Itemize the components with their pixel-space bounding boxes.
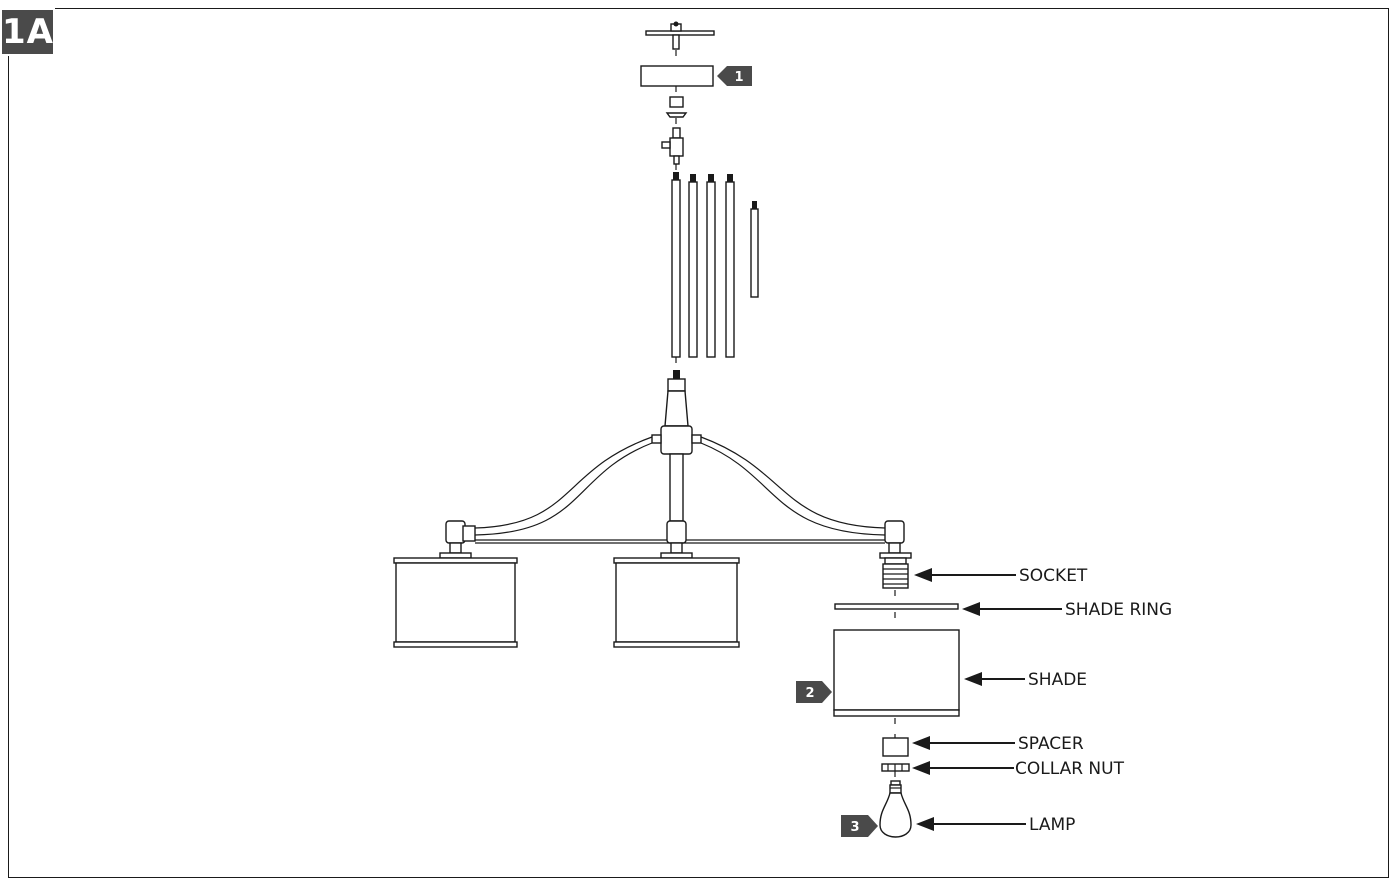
right-arm-end	[879, 520, 912, 559]
svg-text:3: 3	[850, 820, 859, 835]
callout-lamp: LAMP	[1029, 815, 1075, 835]
canopy	[640, 65, 714, 87]
shade	[833, 629, 960, 717]
callout-collar-nut: COLLAR NUT	[1015, 759, 1125, 779]
callout-shade-ring: SHADE RING	[1065, 600, 1172, 620]
fixture-body	[651, 370, 702, 522]
left-shade-assembly	[393, 520, 518, 648]
spacer	[882, 737, 909, 757]
figure-badge: 1A	[0, 8, 55, 56]
step-1-marker: 1	[717, 66, 752, 86]
canopy-plate	[645, 21, 715, 50]
callout-socket: SOCKET	[1019, 566, 1088, 586]
svg-text:1: 1	[734, 70, 743, 85]
socket	[882, 557, 909, 589]
washer	[665, 112, 688, 118]
lamp-bulb	[879, 780, 912, 838]
stem-rods	[671, 172, 759, 358]
step-3-marker: 3	[841, 815, 878, 837]
callout-spacer: SPACER	[1018, 734, 1084, 754]
callout-arrows	[912, 568, 1062, 831]
callout-shade: SHADE	[1028, 670, 1087, 690]
shade-ring	[834, 603, 959, 610]
fixture-diagram: 1	[393, 21, 1172, 838]
center-shade-assembly	[613, 520, 740, 648]
collar-nut	[881, 763, 910, 772]
svg-text:2: 2	[805, 686, 814, 701]
loop-nut	[669, 96, 684, 108]
step-2-marker: 2	[796, 681, 832, 703]
swivel-coupling	[661, 127, 684, 165]
